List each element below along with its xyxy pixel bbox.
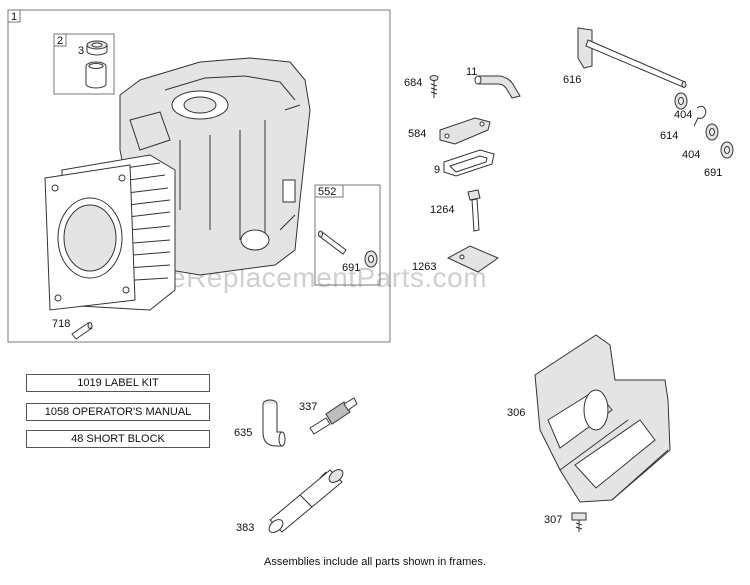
callout-684: 684 xyxy=(404,77,422,89)
screw-307-part xyxy=(571,512,587,532)
callout-3: 3 xyxy=(78,45,84,57)
kit-short-block: 48 SHORT BLOCK xyxy=(26,430,210,448)
frame-552-tag xyxy=(314,184,344,198)
callout-718: 718 xyxy=(52,318,70,330)
elbow-635-part xyxy=(262,399,286,447)
footer-note: Assemblies include all parts shown in fr… xyxy=(264,556,486,568)
frame-1 xyxy=(7,9,391,343)
callout-11: 11 xyxy=(466,66,477,78)
pin-718-part xyxy=(71,322,93,340)
bracket-1263-part xyxy=(446,245,500,273)
washer-404-a-part xyxy=(674,92,688,110)
frame-552-label: 552 xyxy=(318,186,336,198)
washer-404-b-part xyxy=(705,123,719,141)
callout-614: 614 xyxy=(660,130,678,142)
callout-337: 337 xyxy=(299,401,317,413)
breather-cover-part xyxy=(439,117,491,145)
callout-307: 307 xyxy=(544,514,562,526)
callout-306: 306 xyxy=(507,407,525,419)
callout-404-a: 404 xyxy=(674,109,692,121)
frame-1-tag xyxy=(7,9,21,23)
callout-404-b: 404 xyxy=(682,149,700,161)
callout-616: 616 xyxy=(563,74,581,86)
screw-684-part xyxy=(429,75,439,98)
frame-2-tag xyxy=(53,33,67,47)
callout-691-frame: 691 xyxy=(342,262,360,274)
callout-1263: 1263 xyxy=(412,261,436,273)
washer-691-part xyxy=(364,250,378,268)
callout-691-b: 691 xyxy=(704,167,722,179)
tube-383-part xyxy=(268,469,344,533)
oil-seal-part xyxy=(86,40,108,56)
breather-tube-part xyxy=(474,75,521,99)
frame-2 xyxy=(53,33,115,95)
clip-614-part xyxy=(693,105,707,127)
spark-plug-part xyxy=(309,397,358,435)
kit-operators-manual: 1058 OPERATOR'S MANUAL xyxy=(26,403,210,421)
frame-552 xyxy=(314,184,381,286)
washer-691-b-part xyxy=(720,141,734,159)
cylinder-block-part xyxy=(44,57,311,311)
air-guide-306-part xyxy=(534,334,671,503)
bushing-part xyxy=(85,61,107,89)
bolt-1264-part xyxy=(467,189,481,232)
callout-9: 9 xyxy=(434,164,440,176)
callout-584: 584 xyxy=(408,128,426,140)
callout-635: 635 xyxy=(234,427,252,439)
gasket-9-part xyxy=(443,149,495,177)
callout-383: 383 xyxy=(236,522,254,534)
kit-label-kit: 1019 LABEL KIT xyxy=(26,374,210,392)
frame-1-label: 1 xyxy=(11,11,17,23)
governor-shaft-part xyxy=(577,27,687,88)
dowel-pin-part xyxy=(318,230,347,255)
callout-1264: 1264 xyxy=(430,204,454,216)
frame-2-label: 2 xyxy=(57,35,63,47)
